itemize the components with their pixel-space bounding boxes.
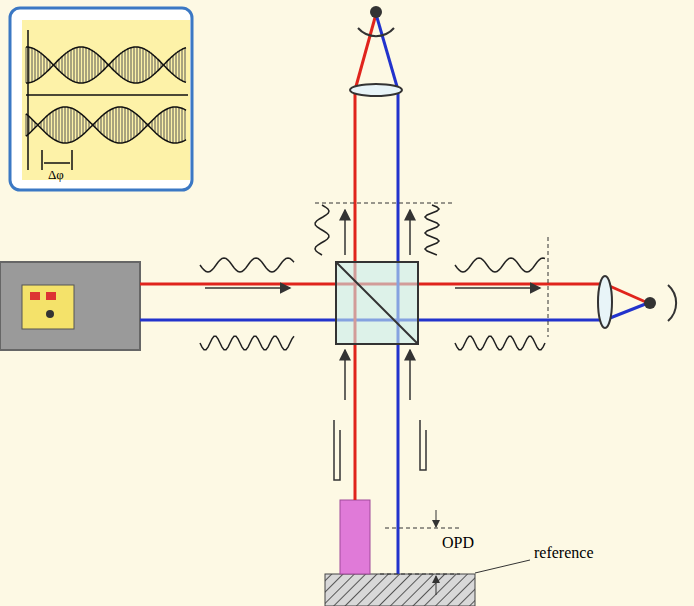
laser-icon <box>22 285 74 329</box>
wave-stroke <box>455 258 545 272</box>
leader-line <box>475 560 530 573</box>
laser-housing <box>0 262 140 350</box>
wave-stroke <box>455 336 545 349</box>
detector <box>644 297 656 309</box>
reference-base <box>325 574 475 606</box>
wave-symbols <box>200 205 545 350</box>
detector <box>370 6 382 18</box>
wave-stroke <box>26 47 185 83</box>
wave-stroke <box>26 107 185 143</box>
wave-stroke <box>315 205 329 255</box>
laser-beams <box>140 14 648 574</box>
direction-arrows <box>205 210 540 480</box>
phase-label: Δφ <box>48 166 64 184</box>
wave-stroke <box>425 205 439 255</box>
wave-stroke <box>26 47 186 65</box>
beam-splitter <box>336 262 418 344</box>
lens <box>350 84 402 96</box>
wave-stroke <box>200 258 294 272</box>
inset-frame <box>10 8 192 190</box>
dimension-label: OPD <box>442 534 474 552</box>
part-label: reference <box>534 544 594 562</box>
wave-stroke <box>26 107 186 125</box>
mirror-block <box>340 500 370 574</box>
wave-stroke <box>200 336 294 349</box>
wave-stroke <box>26 66 186 84</box>
inset-ground <box>22 20 190 180</box>
beat-signal <box>26 30 188 170</box>
lens <box>598 276 612 328</box>
wave-stroke <box>26 30 188 170</box>
wave-stroke <box>26 125 186 143</box>
